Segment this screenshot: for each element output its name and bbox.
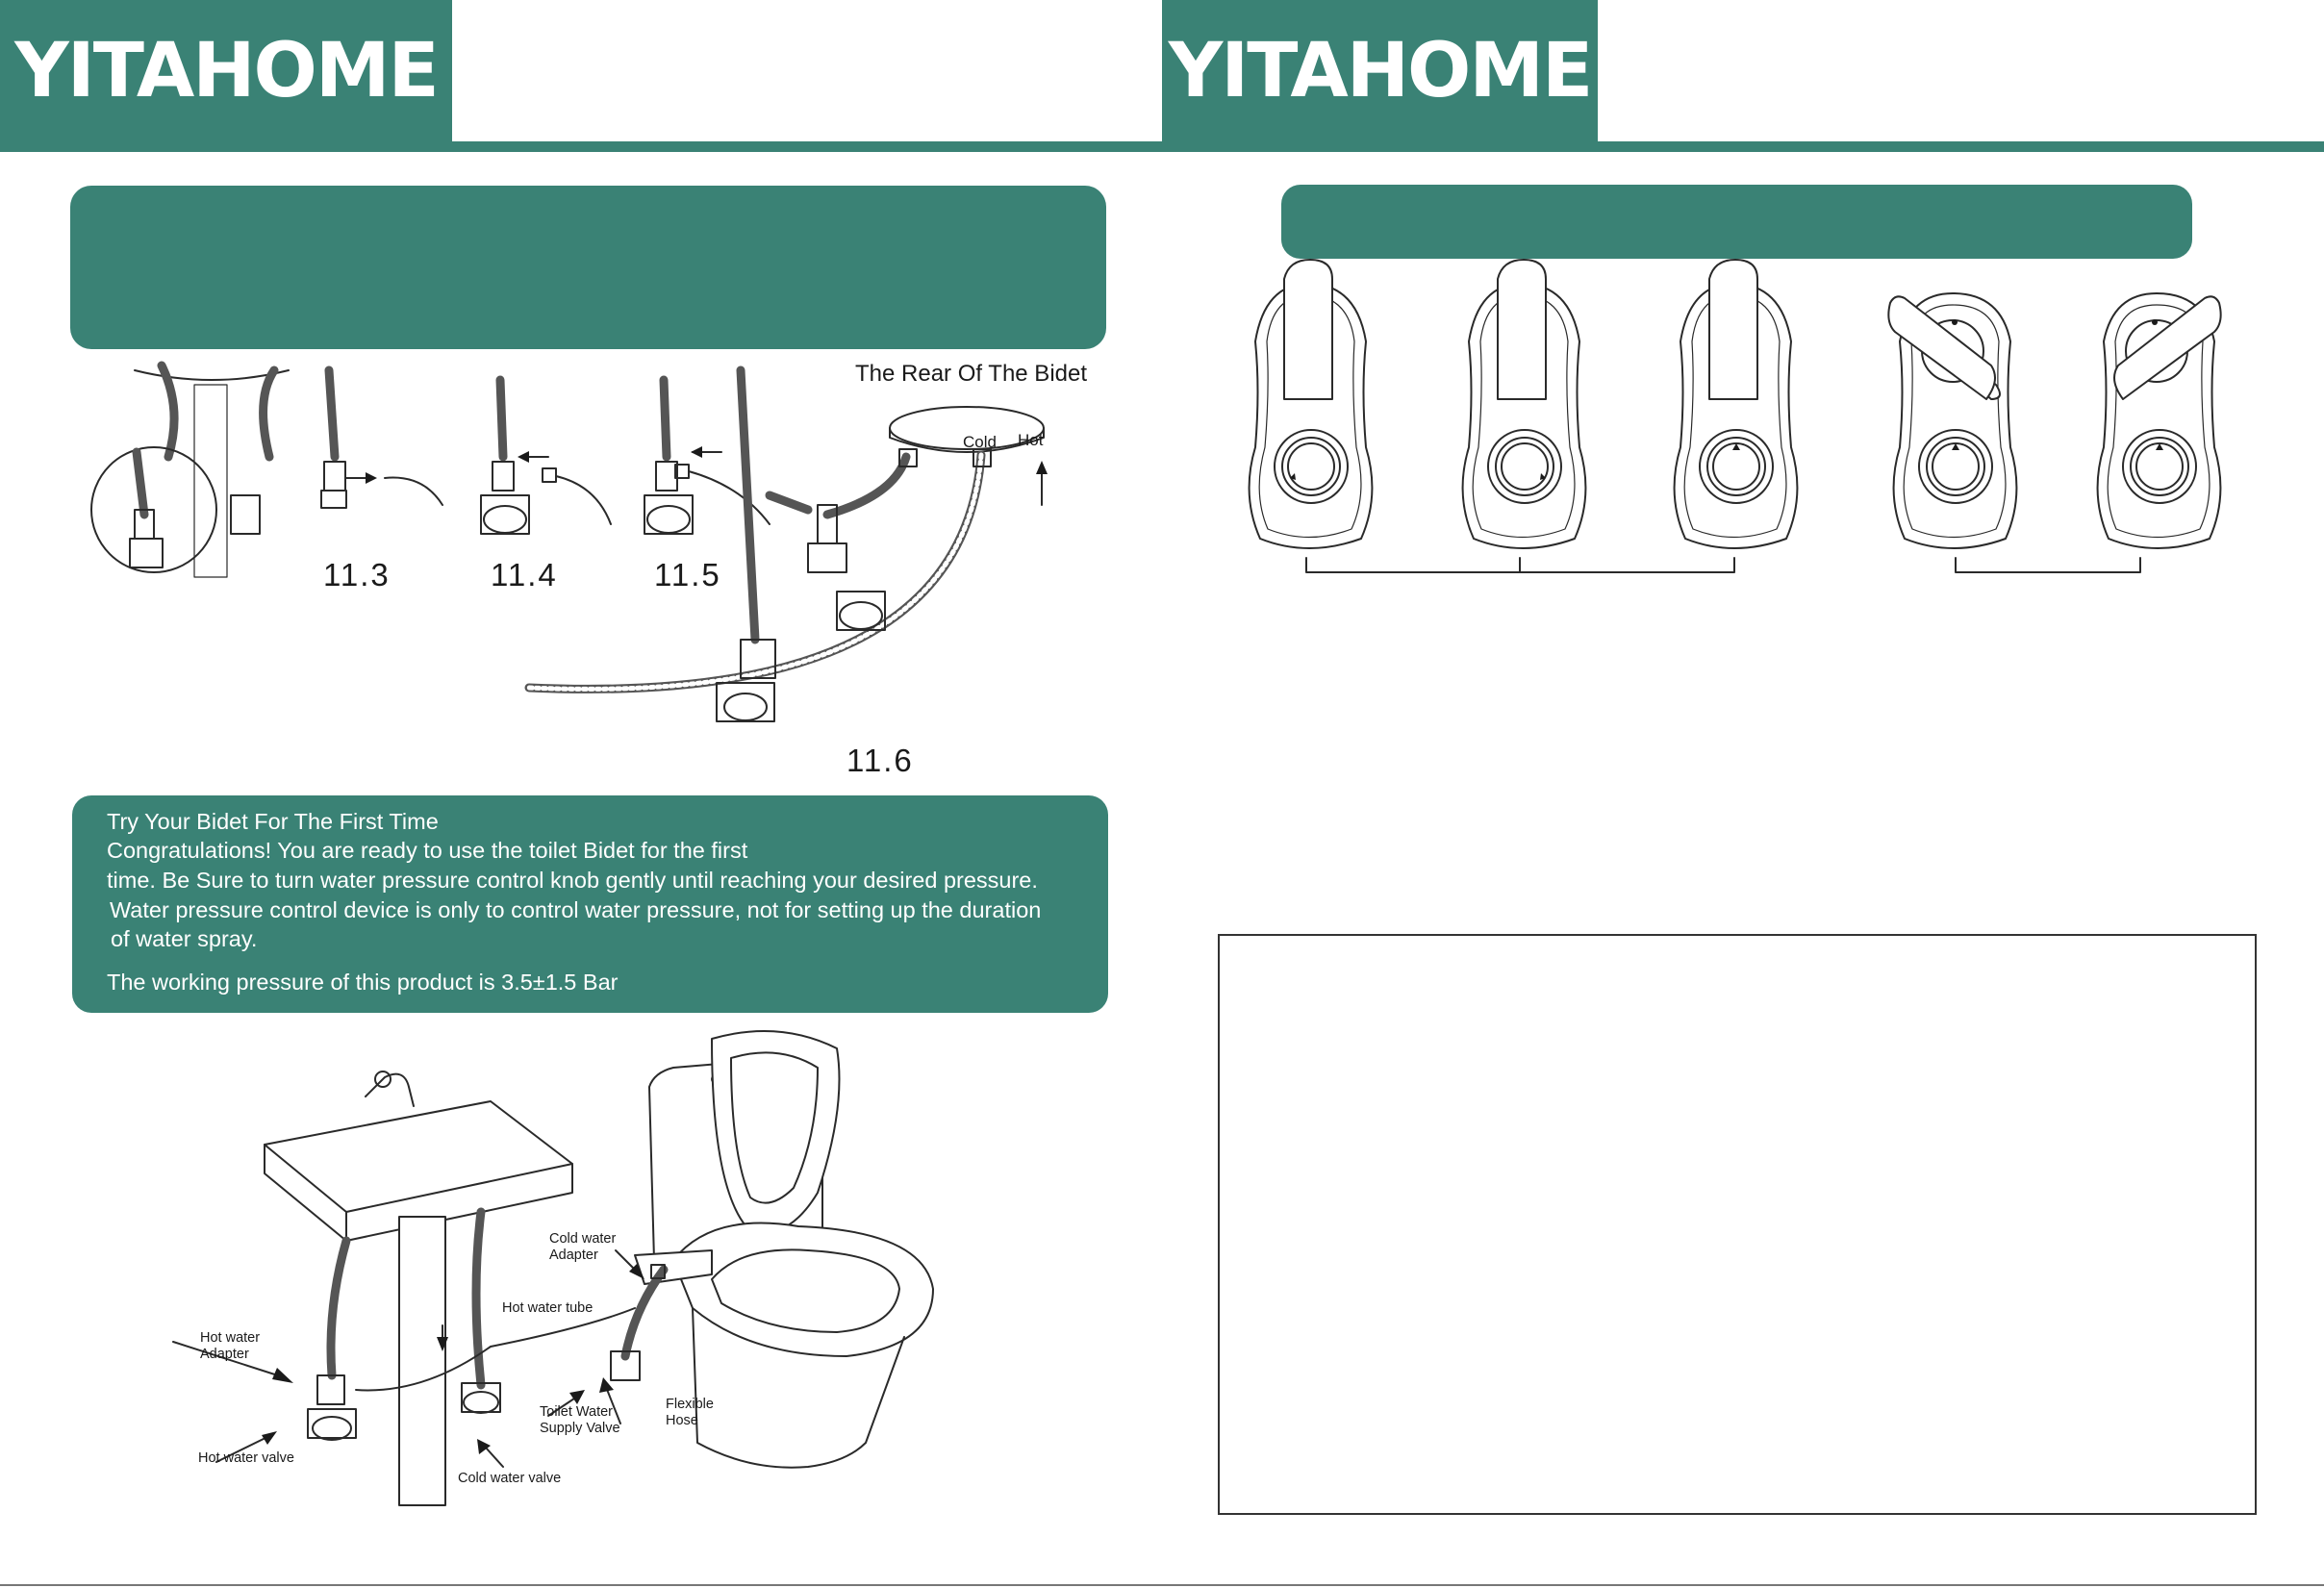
install-header-panel — [70, 186, 1106, 349]
installation-steps-drawing — [90, 361, 1048, 722]
control-positions-drawing — [1248, 259, 2222, 573]
label-hot-water-valve: Hot water valve — [198, 1450, 294, 1466]
right-header-rule — [1162, 141, 2324, 152]
plumbing-diagram — [172, 1030, 934, 1506]
label-flexible-hose-line2: Hose — [666, 1413, 698, 1428]
label-flexible-hose-line1: Flexible — [666, 1397, 714, 1412]
label-toilet-water-supply-valve: Toilet Water Supply Valve — [540, 1404, 620, 1437]
operation-header-panel — [1281, 185, 2192, 259]
bottom-edge-rule — [0, 1584, 2324, 1586]
rear-of-bidet-title: The Rear Of The Bidet — [855, 361, 1088, 387]
label-supply-valve-line2: Supply Valve — [540, 1421, 620, 1436]
working-pressure-text: The working pressure of this product is … — [107, 970, 619, 995]
pipe-connection-icon — [90, 361, 290, 578]
notes-frame — [1218, 934, 2257, 1515]
step-label-11-3: 11.3 — [323, 557, 391, 592]
right-logo: YITAHOME — [1168, 27, 1594, 114]
label-hot-water-line2: Adapter — [200, 1347, 249, 1362]
left-header-rule — [0, 141, 1162, 152]
label-flexible-hose: Flexible Hose — [666, 1397, 714, 1429]
control-panel-icon — [524, 365, 1048, 722]
tips-heading: Try Your Bidet For The First Time — [107, 809, 439, 834]
label-hot-water-adapter: Hot water Adapter — [200, 1330, 260, 1363]
step-label-11-4: 11.4 — [491, 557, 558, 592]
label-cold-water-valve: Cold water valve — [458, 1471, 562, 1486]
step-label-11-5: 11.5 — [654, 557, 721, 592]
label-supply-valve-line1: Toilet Water — [540, 1404, 614, 1420]
tips-line-4: of water spray. — [111, 926, 258, 951]
control-panel-icon — [1248, 259, 1374, 549]
sink-icon — [264, 1071, 636, 1506]
tips-line-1: Congratulations! You are ready to use th… — [107, 838, 748, 863]
tips-line-3: Water pressure control device is only to… — [110, 897, 1042, 922]
label-cold-water-line2: Adapter — [549, 1248, 598, 1263]
tips-line-2: time. Be Sure to turn water pressure con… — [107, 868, 1038, 893]
right-brand-bar — [1162, 0, 1598, 141]
hot-port-label: Hot — [1018, 431, 1044, 449]
left-brand-bar — [0, 0, 452, 141]
cold-port-label: Cold — [963, 433, 997, 451]
label-cold-water-adapter: Cold water Adapter — [549, 1231, 616, 1264]
left-logo: YITAHOME — [14, 27, 440, 114]
label-hot-water-line1: Hot water — [200, 1330, 261, 1346]
toilet-icon — [610, 1030, 934, 1469]
label-hot-water-tube: Hot water tube — [502, 1300, 594, 1316]
first-use-tips-panel: Try Your Bidet For The First Time Congra… — [72, 795, 1108, 1013]
step-label-11-6: 11.6 — [846, 743, 914, 778]
label-cold-water-line1: Cold water — [549, 1231, 617, 1247]
